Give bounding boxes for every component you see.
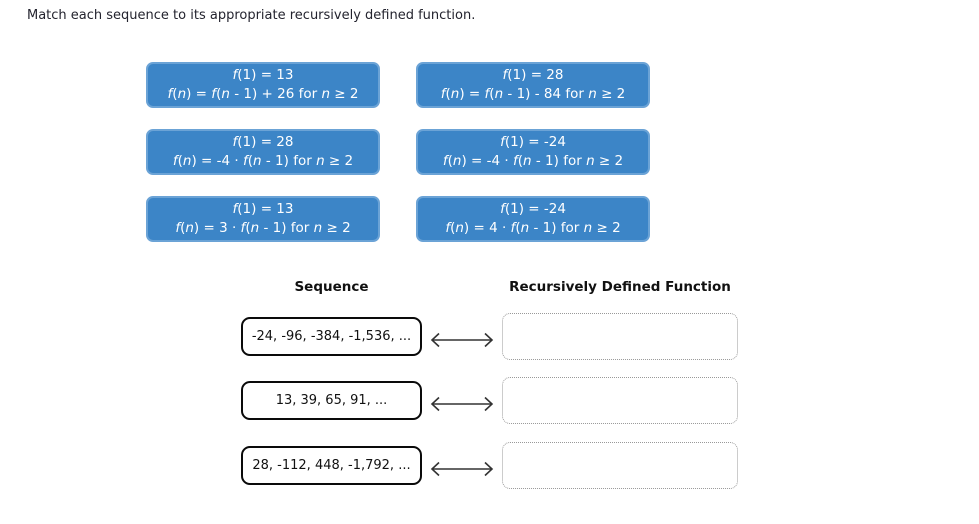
- double-arrow-icon: [430, 396, 494, 412]
- function-tile[interactable]: f(1) = 28 f(n) = -4 · f(n - 1) for n ≥ 2: [146, 129, 380, 175]
- sequence-box: 28, -112, 448, -1,792, ...: [241, 446, 422, 485]
- tile-line-1: f(1) = 28: [232, 134, 294, 150]
- double-arrow-icon: [430, 332, 494, 348]
- function-tile[interactable]: f(1) = 13 f(n) = f(n - 1) + 26 for n ≥ 2: [146, 62, 380, 108]
- tile-line-1: f(1) = -24: [500, 134, 566, 150]
- tile-line-2: f(n) = -4 · f(n - 1) for n ≥ 2: [442, 153, 624, 169]
- function-tile[interactable]: f(1) = 28 f(n) = f(n - 1) - 84 for n ≥ 2: [416, 62, 650, 108]
- tile-line-1: f(1) = 13: [232, 67, 294, 83]
- answer-drop-zone[interactable]: [502, 377, 738, 424]
- sequence-label: 13, 39, 65, 91, ...: [275, 393, 388, 408]
- tile-line-2: f(n) = 4 · f(n - 1) for n ≥ 2: [445, 220, 621, 236]
- tile-line-2: f(n) = f(n - 1) - 84 for n ≥ 2: [440, 86, 626, 102]
- function-tile[interactable]: f(1) = -24 f(n) = 4 · f(n - 1) for n ≥ 2: [416, 196, 650, 242]
- tile-line-1: f(1) = -24: [500, 201, 566, 217]
- answer-drop-zone[interactable]: [502, 313, 738, 360]
- tile-line-2: f(n) = f(n - 1) + 26 for n ≥ 2: [167, 86, 359, 102]
- function-tile[interactable]: f(1) = 13 f(n) = 3 · f(n - 1) for n ≥ 2: [146, 196, 380, 242]
- sequence-label: 28, -112, 448, -1,792, ...: [252, 458, 411, 473]
- function-tile[interactable]: f(1) = -24 f(n) = -4 · f(n - 1) for n ≥ …: [416, 129, 650, 175]
- answer-drop-zone[interactable]: [502, 442, 738, 489]
- function-column-header: Recursively Defined Function: [509, 279, 731, 295]
- double-arrow-icon: [430, 461, 494, 477]
- sequence-box: 13, 39, 65, 91, ...: [241, 381, 422, 420]
- sequence-label: -24, -96, -384, -1,536, ...: [251, 329, 412, 344]
- tile-line-1: f(1) = 13: [232, 201, 294, 217]
- sequence-box: -24, -96, -384, -1,536, ...: [241, 317, 422, 356]
- tile-line-2: f(n) = 3 · f(n - 1) for n ≥ 2: [175, 220, 351, 236]
- instruction-text: Match each sequence to its appropriate r…: [27, 8, 476, 23]
- tile-line-2: f(n) = -4 · f(n - 1) for n ≥ 2: [172, 153, 354, 169]
- sequence-column-header: Sequence: [294, 279, 369, 295]
- tile-line-1: f(1) = 28: [502, 67, 564, 83]
